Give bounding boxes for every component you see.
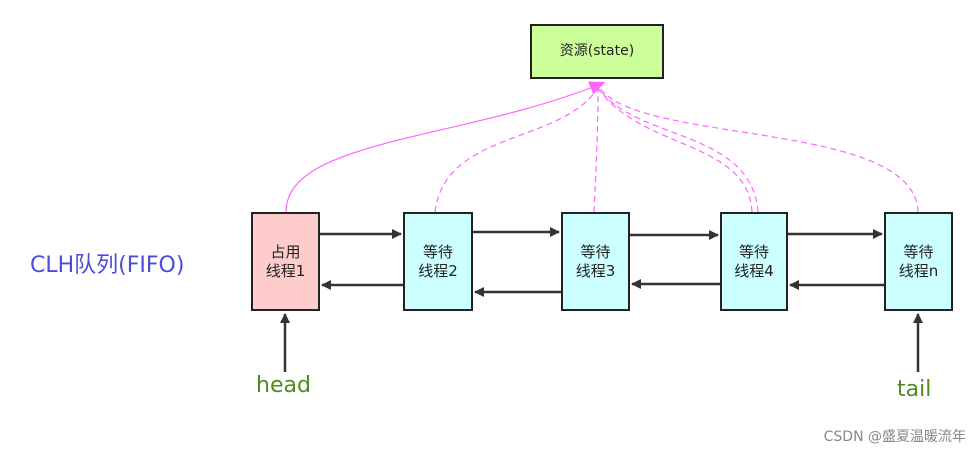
- node-thread-1-state: 占用: [270, 242, 301, 261]
- node-thread-4-name: 线程4: [734, 261, 774, 280]
- resource-state-box: 资源(state): [530, 24, 664, 79]
- tail-label: tail: [897, 377, 932, 402]
- node-thread-4-state: 等待: [738, 242, 769, 261]
- waiter2-resource-link: [434, 87, 599, 213]
- owner-resource-link: [285, 81, 606, 213]
- waitern-resource-link: [599, 87, 919, 213]
- head-label: head: [256, 373, 311, 398]
- waiter4-resource-link-a: [597, 87, 753, 213]
- node-thread-n-name: 线程n: [898, 261, 939, 280]
- node-thread-3-name: 线程3: [575, 261, 616, 280]
- node-thread-2: 等待 线程2: [403, 212, 473, 311]
- node-thread-n: 等待 线程n: [884, 212, 953, 311]
- node-thread-n-state: 等待: [903, 242, 934, 261]
- node-thread-2-state: 等待: [422, 242, 453, 261]
- node-thread-1-name: 线程1: [265, 261, 306, 280]
- node-thread-4: 等待 线程4: [720, 212, 788, 311]
- node-thread-1: 占用 线程1: [251, 212, 320, 311]
- waiter3-resource-link: [593, 87, 599, 213]
- node-thread-2-name: 线程2: [418, 261, 458, 280]
- watermark: CSDN @盛夏温暖流年: [823, 429, 966, 445]
- resource-state-label: 资源(state): [559, 43, 635, 59]
- waiter4-resource-link-b: [599, 89, 759, 213]
- node-thread-3-state: 等待: [580, 242, 611, 261]
- clh-queue-label: CLH队列(FIFO): [30, 253, 185, 278]
- node-thread-3: 等待 线程3: [561, 212, 630, 311]
